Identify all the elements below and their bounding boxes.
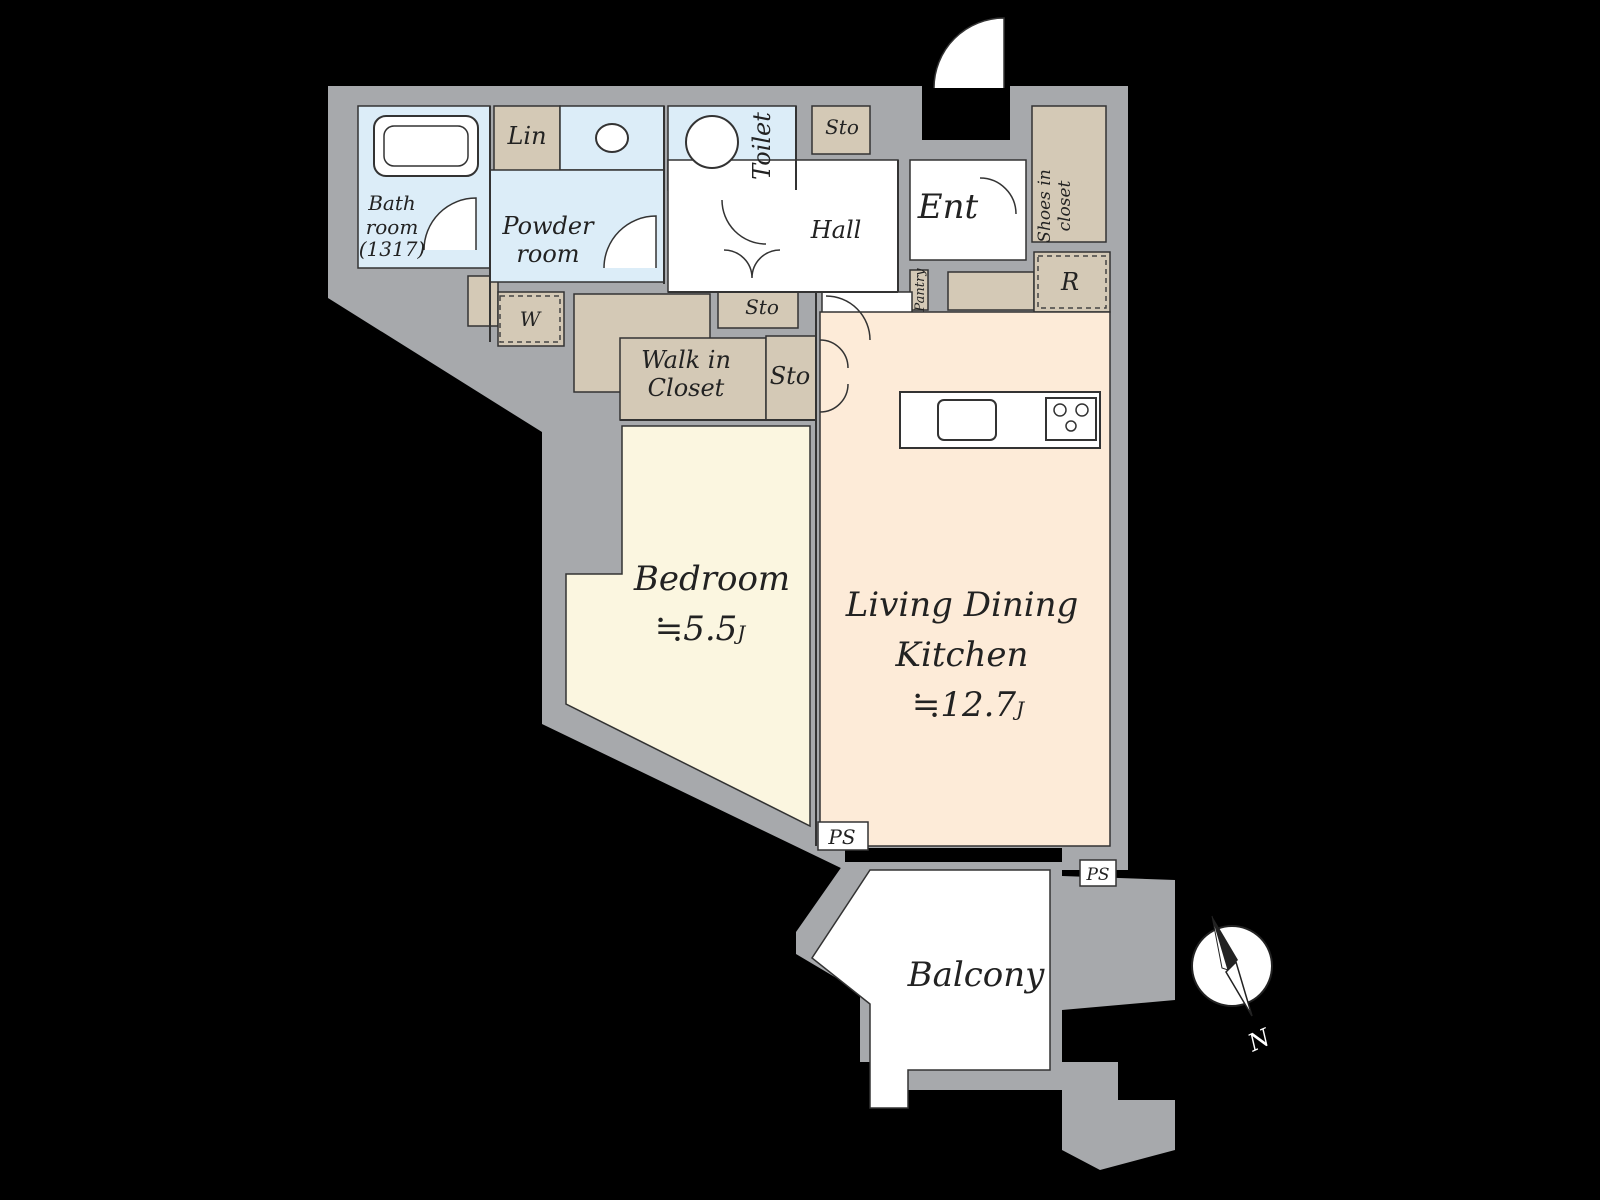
entrance-door-icon (933, 17, 1005, 89)
kitchen-counter-back (947, 271, 1035, 311)
powder-label-1: Powder (501, 212, 595, 240)
walk-in-label-2: Closet (648, 374, 725, 402)
wash-closet-back (467, 275, 499, 327)
doors (423, 17, 1017, 413)
burner-icon (1065, 420, 1077, 432)
kitchen-sink-icon (937, 399, 997, 441)
ldk-label-2: Kitchen (895, 635, 1029, 675)
sto-top-label: Sto (825, 115, 859, 139)
walk-in-label-1: Walk in (641, 346, 731, 374)
bath-label-2: room (366, 215, 419, 239)
interior-walls (489, 106, 899, 846)
burner-icon (1053, 403, 1067, 417)
ldk-size: ≒12.7J (912, 685, 1025, 725)
refrigerator-outline (1037, 255, 1107, 309)
shoes-label-1: Shoes in (1035, 169, 1055, 242)
compass-icon: N (1191, 915, 1275, 1058)
bathtub-inner (383, 125, 469, 167)
pantry-space (909, 269, 929, 311)
compass-north-label: N (1243, 1023, 1275, 1058)
shoes-door-icon (979, 177, 1017, 215)
stove-icon (1045, 397, 1097, 441)
hall-door-icon (721, 199, 767, 245)
powder-door-icon (603, 215, 657, 269)
lin-label: Lin (506, 122, 546, 150)
ent-label: Ent (917, 187, 979, 227)
storage-blocks (467, 105, 1111, 421)
fixtures (373, 115, 1107, 449)
bath-door-icon (423, 197, 477, 251)
compass-needle-light (1211, 915, 1229, 971)
ps-corner-box (1079, 859, 1117, 887)
entrance-floor (909, 159, 1027, 261)
hall-label: Hall (810, 216, 862, 244)
compass-needle-tail (1225, 960, 1253, 1017)
washer-outline (499, 295, 561, 343)
bedroom-floor (565, 425, 811, 828)
ps-bedroom-label: PS (827, 825, 855, 849)
shoes-label-2: closet (1055, 180, 1075, 231)
powder-label-2: room (516, 240, 579, 268)
storage-top (811, 105, 871, 155)
balcony-floor (810, 869, 1051, 1109)
side-storage (765, 335, 817, 421)
sto-side-label: Sto (770, 362, 811, 390)
corridor-door-icon (825, 295, 871, 341)
refrigerator-label: R (1060, 268, 1079, 296)
walk-in-closet (619, 337, 767, 421)
shoes-closet (1031, 105, 1107, 243)
room-labels: Bath room (1317) Lin Toilet Sto Powder r… (359, 112, 1117, 995)
hall-sto-door-icon (723, 249, 781, 279)
bath-label-1: Bath (367, 191, 416, 215)
toilet-label: Toilet (748, 112, 776, 180)
balcony-label: Balcony (907, 955, 1046, 995)
w-label: W (520, 307, 542, 331)
compass-needle-dark (1212, 916, 1238, 970)
refrigerator-space (1033, 251, 1111, 313)
bathtub-icon (373, 115, 479, 177)
ps-corner-label: PS (1085, 865, 1109, 885)
sink-icon (595, 123, 629, 153)
sto-hall-label: Sto (745, 295, 779, 319)
bedroom-label: Bedroom (633, 559, 790, 599)
bath-label-3: (1317) (359, 237, 426, 261)
burner-icon (1075, 403, 1089, 417)
washer-space (497, 291, 565, 347)
toilet-icon (685, 115, 739, 169)
ps-bedroom-box (817, 821, 869, 851)
ldk-label-1: Living Dining (845, 585, 1079, 625)
pantry-label: Pantry (913, 268, 928, 313)
side-sto-door-icon (819, 339, 849, 413)
hall-storage (717, 291, 799, 329)
bedroom-size: ≒5.5J (655, 609, 747, 649)
hall-floor (667, 159, 899, 293)
